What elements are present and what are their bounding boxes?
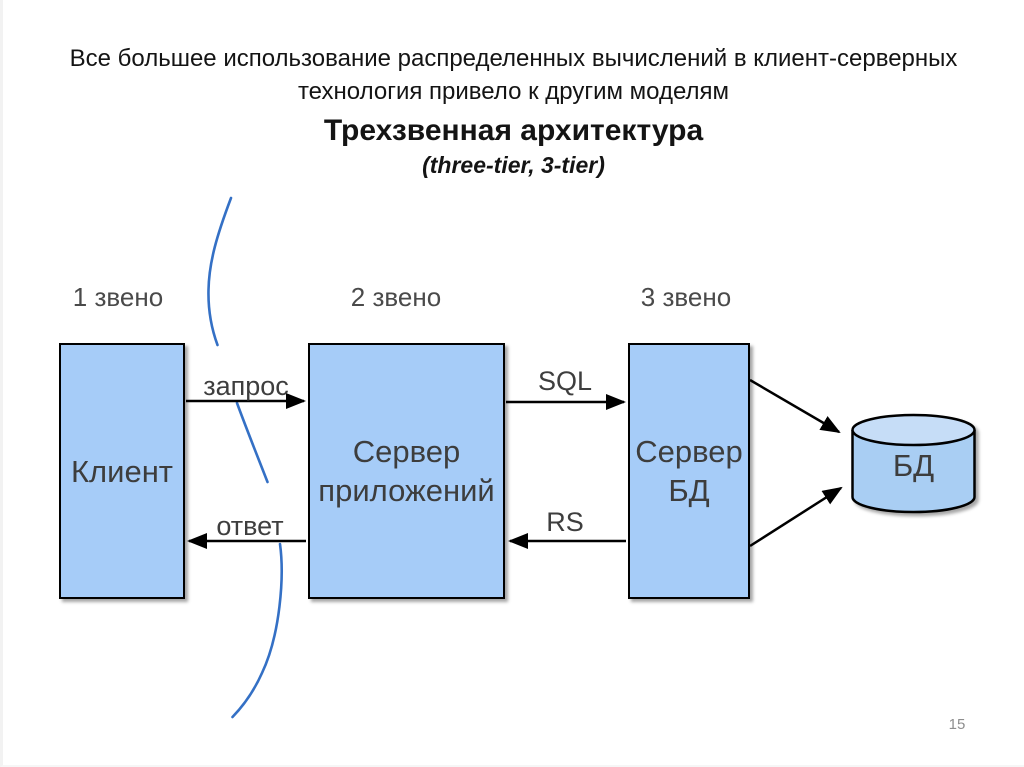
tier-label-2: 2 звено <box>350 282 442 312</box>
title-block: Все большее использование распределенных… <box>3 42 1024 180</box>
slide-subheading: (three-tier, 3-tier) <box>422 152 605 178</box>
database-label: БД <box>892 448 935 483</box>
blue-arc-top-segment <box>207 196 233 347</box>
database-cylinder-top <box>851 413 976 447</box>
rs-arrow-label: RS <box>546 507 584 537</box>
node-client: Клиент <box>59 343 185 599</box>
database-cylinder-body <box>851 430 976 514</box>
blue-arc-curve <box>207 196 283 719</box>
node-app-server-label-line2: приложений <box>318 473 495 508</box>
node-client-label: Клиент <box>70 453 174 489</box>
blue-arc-bottom-segment <box>231 542 283 719</box>
slide-heading: Трехзвенная архитектура <box>323 114 704 147</box>
response-arrow-label: ответ <box>216 511 284 541</box>
title-line-2: технология привело к другим моделям <box>297 78 730 105</box>
node-db-server-label-line2: БД <box>668 473 710 508</box>
page-number: 15 <box>948 716 966 733</box>
database-cylinder-icon <box>851 413 976 514</box>
tier-label-3: 3 звено <box>640 282 732 312</box>
node-app-server-label-line1: Сервер <box>352 434 461 469</box>
sql-arrow-label: SQL <box>537 366 593 396</box>
request-arrow-label: запрос <box>203 371 289 401</box>
fork-arrow-top <box>749 378 841 434</box>
connector-arrows <box>186 378 843 549</box>
node-db-server: Сервер БД <box>628 343 750 599</box>
diagram-graphics <box>186 196 976 719</box>
title-line-1: Все большее использование распределенных… <box>69 45 958 72</box>
fork-arrow-bottom <box>749 486 843 548</box>
tier-label-1: 1 звено <box>72 282 164 312</box>
node-app-server: Сервер приложений <box>308 343 505 599</box>
blue-arc-middle-segment <box>235 401 269 484</box>
node-db-server-label-line1: Сервер <box>635 434 743 469</box>
